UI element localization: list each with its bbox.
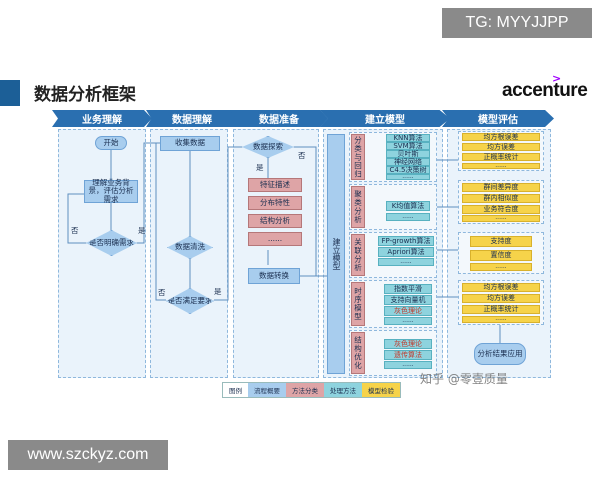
business-yes-label: 是 [138,226,146,235]
data-transform-node: 数据转换 [248,268,300,284]
method-1-1: KNN算法 [386,134,430,142]
eval-4-1: 均方根误差 [462,283,540,292]
method-3-3: ...... [378,258,434,266]
stage-header-evaluation: 模型评估 [442,110,554,127]
brand-chevron-icon: > [552,72,562,85]
prep-item-1: 特征描述 [248,178,302,192]
method-5-1: 灰色理论 [384,339,432,349]
eval-3-3: ...... [470,263,532,271]
eval-3-2: 置信度 [470,250,532,261]
prep-item-4: ...... [248,232,302,246]
method-4-2: 支持向量机 [384,295,432,305]
method-2-1: K均值算法 [386,201,430,211]
model-category-5: 结构优化 [351,332,365,374]
prep-item-2: 分布特性 [248,196,302,210]
method-1-2: SVM算法 [386,142,430,150]
eval-4-3: 正概率统计 [462,305,540,314]
legend-flow: 流程概要 [248,383,286,397]
data-understanding-yes-label: 是 [214,287,222,296]
model-category-2: 聚类分析 [351,186,365,228]
collect-data-node: 收集数据 [160,136,220,151]
eval-2-1: 群间差异度 [462,183,540,192]
data-exploration-decision: 数据探索 [242,136,294,158]
method-2-2: ...... [386,213,430,221]
method-4-1: 指数平滑 [384,284,432,294]
eval-1-4: ...... [462,162,540,169]
panel-business [58,129,146,378]
business-no-label: 否 [71,226,79,235]
data-understanding-no-label: 否 [158,288,166,297]
eval-2-2: 群内相似度 [462,194,540,203]
explore-yes-label: 是 [256,163,264,172]
zhihu-watermark: 知乎 @零壹质量 [420,372,508,386]
understand-business-node: 理解业务背景，评估分析需求 [84,178,138,204]
stage-header-data-understanding: 数据理解 [146,110,238,127]
method-3-1: FP-growth算法 [378,236,434,246]
eval-2-4: ...... [462,214,540,222]
prep-item-3: 结构分析 [248,214,302,228]
apply-results-node: 分析结果应用 [474,343,526,365]
method-5-3: ...... [384,361,432,369]
legend-category: 方法分类 [286,383,324,397]
method-4-3: 灰色理论 [384,306,432,316]
model-category-1: 分类与回归 [351,134,365,180]
method-1-5: C4.5决策树 [386,166,430,174]
method-1-6: ...... [386,173,430,180]
eval-4-2: 均方误差 [462,294,540,303]
slide-title: 数据分析框架 [34,85,136,105]
method-3-2: Apriori算法 [378,247,434,257]
brand-logo-text: accenture [502,80,588,101]
explore-no-label: 否 [298,151,306,160]
eval-1-2: 均方误差 [462,143,540,151]
method-1-3: 贝叶斯 [386,150,430,158]
watermark-bottom-text: www.szckyz.com [27,446,149,463]
eval-2-3: 业务符合度 [462,205,540,214]
stage-header-modeling: 建立模型 [320,110,450,127]
watermark-top-text: TG: MYYJJPP [465,14,569,31]
model-category-3: 关联分析 [351,234,365,276]
stage-header-data-prep: 数据准备 [230,110,328,127]
watermark-top: TG: MYYJJPP [442,8,592,38]
title-accent-bar [0,80,20,106]
model-category-4: 时序模型 [351,282,365,326]
stage-header-business: 业务理解 [52,110,152,127]
method-4-4: ...... [384,317,432,325]
start-node: 开始 [95,136,127,150]
method-5-2: 遗传算法 [384,350,432,360]
method-1-4: 神经网络 [386,158,430,166]
data-cleaning-node: 数据清洗 [167,236,213,259]
legend-method: 处理方法 [324,383,362,397]
legend-evaluation: 模型检验 [362,383,400,397]
eval-3-1: 支持度 [470,236,532,247]
panel-data-prep [233,129,319,378]
build-model-node: 建立模型 [327,134,345,374]
eval-1-3: 正概率统计 [462,153,540,161]
eval-4-4: ...... [462,315,540,323]
watermark-bottom: www.szckyz.com [8,440,168,470]
legend-title: 图例 [223,383,248,397]
legend: 图例 流程概要 方法分类 处理方法 模型检验 [222,382,401,398]
eval-1-1: 均方根误差 [462,133,540,141]
